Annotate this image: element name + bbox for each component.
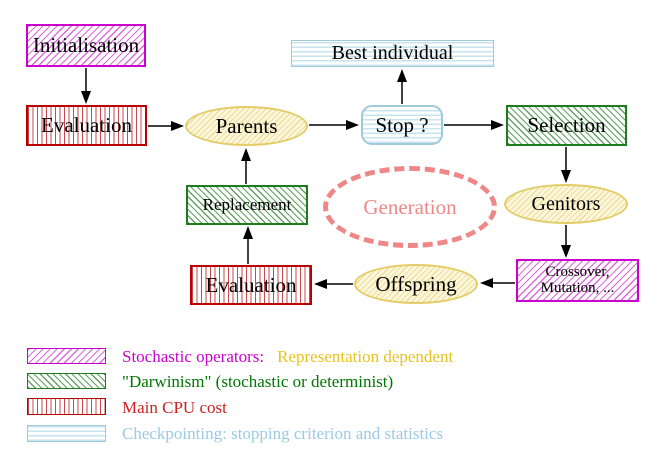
- arrow-stop-to-selection: [444, 120, 504, 130]
- legend-label-darwinism: "Darwinism" (stochastic or determinist): [122, 372, 393, 392]
- node-stop: Stop ?: [361, 105, 443, 145]
- legend-text-darwinism: "Darwinism" (stochastic or determinist): [122, 372, 394, 391]
- arrow-genitors-to-crossover: [561, 225, 571, 258]
- node-selection-label: Selection: [527, 113, 606, 138]
- legend-text-representation-dependent: Representation dependent: [277, 347, 454, 366]
- legend-swatch-checkpointing: [27, 425, 106, 442]
- node-best-individual: Best individual: [291, 40, 494, 67]
- node-evaluation-top-label: Evaluation: [41, 113, 132, 138]
- generation-loop-ellipse: Generation: [323, 166, 497, 248]
- arrow-selection-to-genitors: [561, 147, 571, 183]
- arrow-replacement-to-parents: [241, 148, 251, 184]
- generation-label: Generation: [363, 194, 457, 219]
- node-genitors-label: Genitors: [531, 192, 601, 215]
- legend-label-stochastic-operators: Stochastic operators: Representation depe…: [122, 347, 453, 367]
- legend-text-stochastic: Stochastic operators:: [122, 347, 265, 366]
- legend-text-main-cpu-cost: Main CPU cost: [122, 398, 227, 417]
- node-parents-label: Parents: [215, 113, 278, 138]
- node-initialisation-label: Initialisation: [32, 33, 140, 58]
- arrow-evaluation-to-replacement: [243, 226, 253, 264]
- arrow-stop-to-best-individual: [397, 69, 407, 104]
- arrow-offspring-to-evaluation: [314, 279, 353, 289]
- node-replacement-label: Replacement: [202, 195, 292, 215]
- node-stop-label: Stop ?: [375, 112, 429, 137]
- node-evaluation-top: Evaluation: [26, 105, 147, 146]
- legend-swatch-darwinism: [27, 373, 106, 389]
- node-genitors: Genitors: [504, 184, 628, 224]
- arrow-initialisation-to-evaluation: [81, 68, 91, 104]
- node-offspring-label: Offspring: [375, 271, 457, 296]
- node-crossover-mutation: Crossover, Mutation, ...: [516, 259, 639, 302]
- arrow-evaluation-to-parents: [148, 121, 184, 131]
- node-evaluation-bottom: Evaluation: [190, 265, 312, 305]
- node-initialisation: Initialisation: [26, 24, 146, 67]
- node-best-individual-label: Best individual: [331, 42, 454, 64]
- legend-label-checkpointing: Checkpointing: stopping criterion and st…: [122, 424, 443, 444]
- node-evaluation-bottom-label: Evaluation: [205, 272, 297, 297]
- arrow-parents-to-stop: [309, 120, 359, 130]
- legend-swatch-main-cpu-cost: [27, 398, 106, 415]
- node-crossover-line2: Mutation, ...: [540, 279, 615, 296]
- node-crossover-line1: Crossover,: [545, 263, 610, 280]
- node-offspring: Offspring: [354, 264, 478, 304]
- arrow-crossover-to-offspring: [480, 278, 515, 288]
- legend-label-main-cpu-cost: Main CPU cost: [122, 398, 227, 418]
- node-parents: Parents: [185, 106, 308, 146]
- legend-swatch-stochastic-operators: [27, 348, 106, 364]
- node-selection: Selection: [506, 105, 627, 146]
- legend-text-checkpointing: Checkpointing: stopping criterion and st…: [122, 424, 444, 443]
- node-replacement: Replacement: [186, 185, 308, 225]
